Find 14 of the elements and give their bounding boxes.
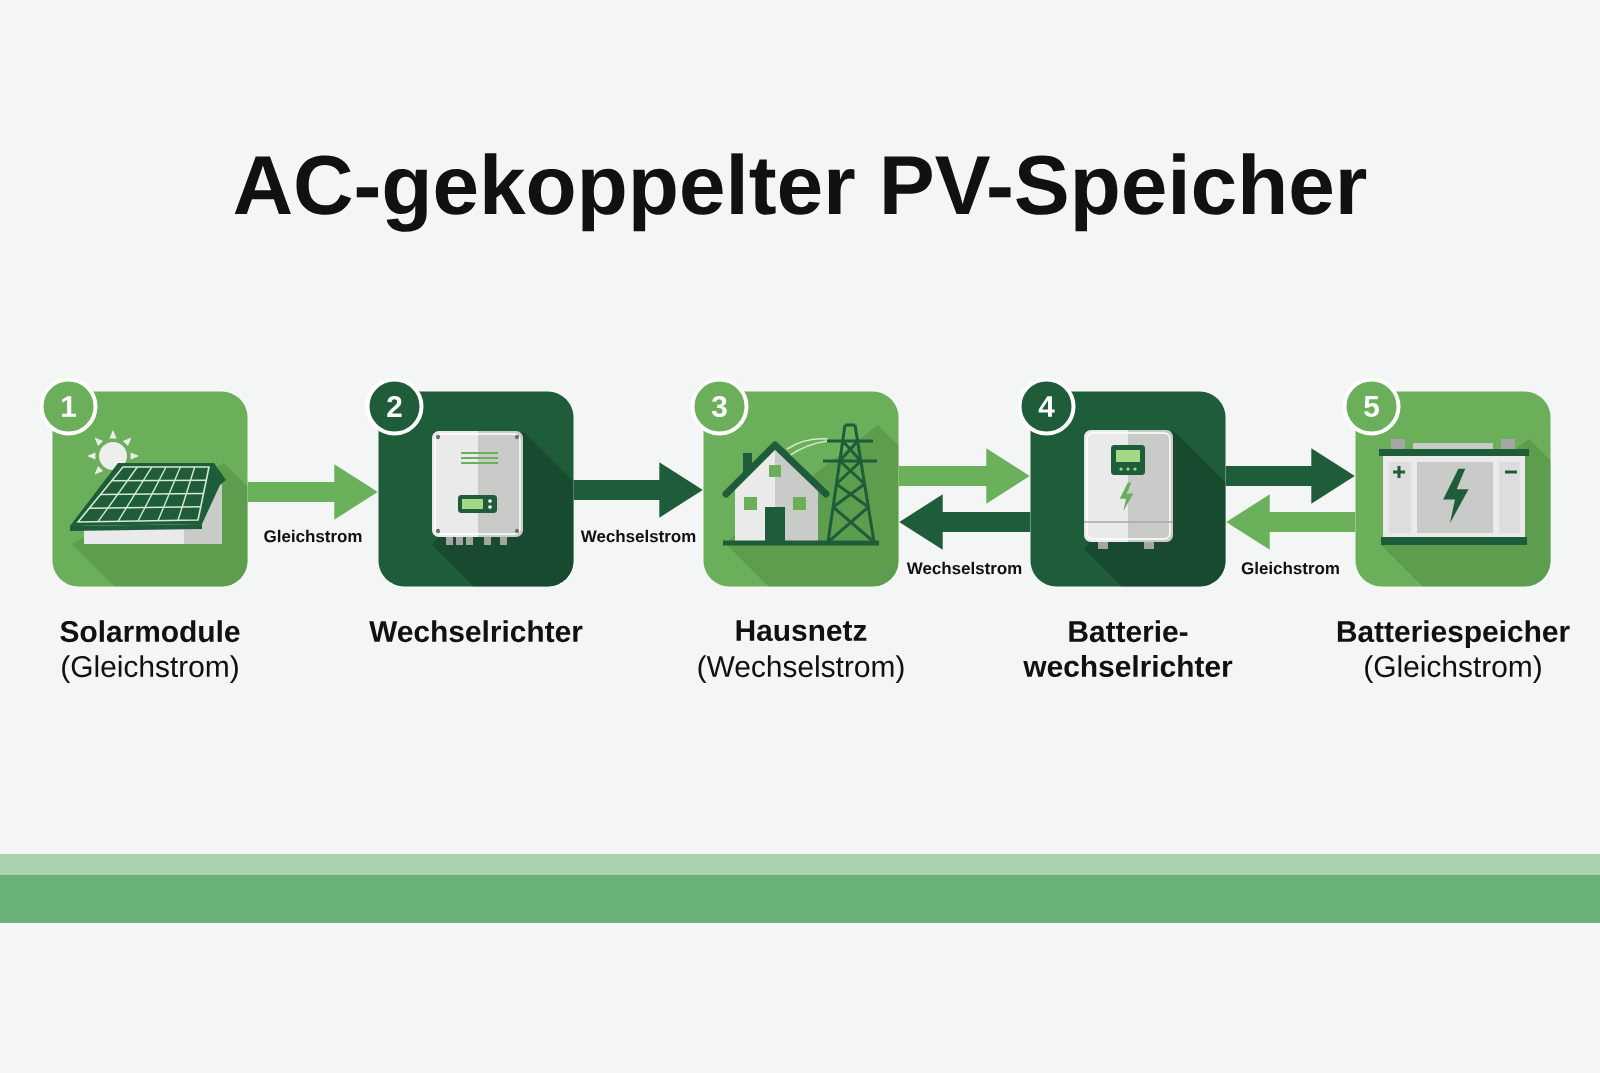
number-badge: 3 xyxy=(690,377,749,436)
node-title: Wechselrichter xyxy=(369,620,583,643)
number-badge: 1 xyxy=(39,377,98,436)
number-badge: 5 xyxy=(1342,377,1401,436)
node-subtitle: (Gleichstrom) xyxy=(62,655,238,684)
node-title: Hausnetz xyxy=(736,620,867,642)
number-badge: 2 xyxy=(365,377,424,436)
node-subtitle: (Wechselstrom) xyxy=(698,655,904,684)
node-title: Batteriespeicher xyxy=(1337,620,1570,649)
node-title: Solarmodule xyxy=(60,620,240,643)
node-subtitle: (Gleichstrom) xyxy=(1365,655,1541,684)
number-badge: 4 xyxy=(1017,377,1076,436)
node-title: Batterie- wechselrichter xyxy=(1023,620,1233,678)
title: AC-gekoppelter PV-Speicher xyxy=(234,153,1367,232)
